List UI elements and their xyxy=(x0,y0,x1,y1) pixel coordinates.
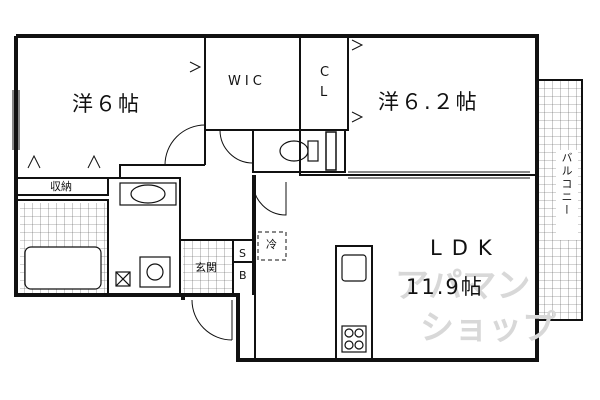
balcony xyxy=(537,79,583,321)
closet-c-label: C xyxy=(320,65,334,80)
western-room-1-label: 洋６帖 xyxy=(72,92,141,116)
entrance-floor xyxy=(183,240,233,295)
closet-l-label: L xyxy=(320,85,332,100)
entrance-label: 玄関 xyxy=(195,261,217,274)
fridge-label: 冷 xyxy=(266,238,277,251)
ldk-label: LDK xyxy=(430,236,502,260)
watermark-line-2: ショップ xyxy=(420,308,556,348)
western-room-2-label: 洋６.２帖 xyxy=(378,90,479,114)
shoe-box-s-label: S xyxy=(239,247,246,260)
watermark-line-1: アパマン xyxy=(395,266,531,306)
shoe-box-b-label: B xyxy=(239,269,247,282)
balcony-label: バルコニー xyxy=(560,152,573,217)
storage-label: 収納 xyxy=(50,180,72,193)
wic-label: WIC xyxy=(228,74,266,89)
ldk-size-label: 11.9帖 xyxy=(406,275,484,299)
